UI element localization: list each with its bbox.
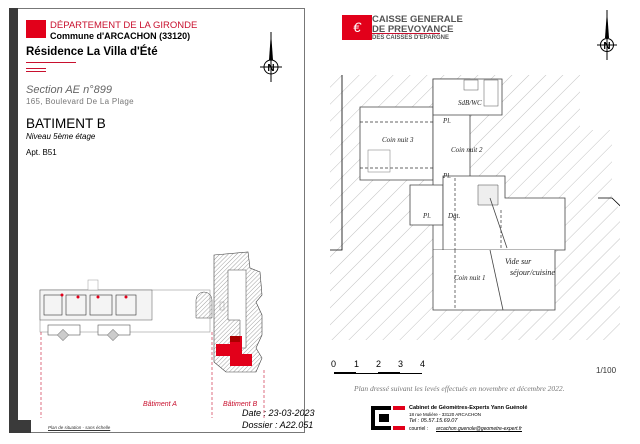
date-label: Date : 23-03-2023: [242, 408, 315, 418]
room-coin-nuit-2: Coin nuit 2: [451, 146, 483, 154]
scale-tick-1: 1: [354, 359, 360, 369]
cgp-logo-rule: [372, 33, 440, 34]
scale-ratio: 1/100: [596, 366, 617, 375]
scale-tick-2: 2: [376, 359, 382, 369]
room-pl2: Pl.: [442, 172, 451, 180]
dossier-label: Dossier : A22.051: [242, 420, 314, 430]
scale-segment: [334, 372, 356, 374]
building-title: BATIMENT B: [26, 116, 106, 131]
room-vide-2: séjour/cuisine: [510, 268, 555, 277]
address-label: 165, Boulevard De La Plage: [26, 97, 134, 106]
cabinet-email-label: courriel :: [409, 426, 429, 432]
room-coin-nuit-1: Coin nuit 1: [454, 274, 486, 282]
scale-tick-4: 4: [420, 359, 426, 369]
section-label: Section AE n°899: [26, 84, 112, 96]
site-plan: Bâtiment A Bâtiment B: [39, 251, 265, 418]
room-bath: SdB/WC: [458, 99, 482, 107]
red-rule: [26, 71, 46, 72]
cgp-logo-mark: €: [342, 15, 372, 40]
survey-note: Plan dressé suivant les levés effectués …: [354, 384, 565, 393]
cgp-logo-line2: DE PREVOYANCE: [372, 24, 454, 35]
cabinet-email[interactable]: arcachon.guenole@geometre-expert.fr: [436, 426, 522, 432]
scale-segment: [378, 372, 400, 374]
floor-plan: SdB/WC Pl. Coin nuit 3 Coin nuit 2 Pl. P…: [330, 75, 620, 340]
scale-tick-3: 3: [398, 359, 404, 369]
compass-icon: N: [597, 10, 617, 60]
scale-tick-0: 0: [331, 359, 337, 369]
room-coin-nuit-3: Coin nuit 3: [382, 136, 414, 144]
svg-text:N: N: [603, 41, 610, 52]
residence-title: Résidence La Villa d'Été: [26, 46, 158, 58]
room-pl3: Pl.: [422, 212, 431, 220]
cgp-logo-line1: CAISSE GENERALE: [372, 14, 463, 25]
compass-icon: N: [260, 32, 282, 82]
svg-text:N: N: [267, 63, 274, 74]
room-pl1: Pl.: [442, 117, 451, 125]
cabinet-logo: [371, 406, 405, 430]
department-red-square: [26, 20, 46, 38]
cgp-logo-line3: DES CAISSES D'EPARGNE: [372, 35, 449, 41]
room-vide-1: Vide sur: [505, 257, 532, 266]
left-sheet-bar: [9, 8, 18, 433]
cabinet-address: 18 rue Molière - 33120 ARCACHON: [409, 412, 482, 417]
left-sheet-bar-foot: [9, 420, 31, 433]
level-label: Niveau 5ème étage: [26, 132, 96, 141]
cabinet-phone: Tel : 05.57.15.69.07: [409, 418, 458, 424]
site-plan-caption: Plan de situation - sans échelle: [48, 425, 111, 430]
red-rule: [26, 62, 76, 63]
cabinet-name: Cabinet de Géomètres-Experts Yann Guénol…: [409, 405, 528, 411]
apartment-label: Apt. B51: [26, 148, 57, 157]
building-a-label: Bâtiment A: [143, 401, 177, 408]
room-dgt: Dgt.: [447, 212, 461, 220]
building-b-label: Bâtiment B: [223, 401, 258, 408]
red-rule: [26, 68, 46, 69]
department-title: DÉPARTEMENT DE LA GIRONDE: [50, 20, 198, 31]
commune-title: Commune d'ARCACHON (33120): [50, 31, 191, 41]
